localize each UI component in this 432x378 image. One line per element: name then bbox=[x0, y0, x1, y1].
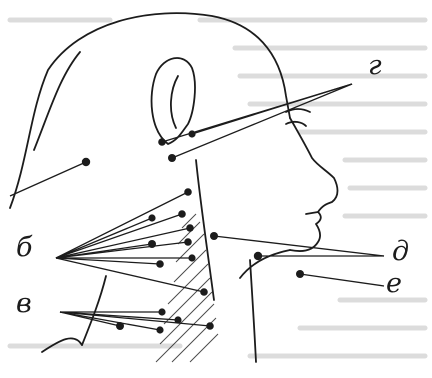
node-b-5 bbox=[184, 238, 192, 246]
node-d-1 bbox=[210, 232, 218, 240]
sternocleidomastoid bbox=[196, 160, 214, 300]
neck-front bbox=[250, 260, 256, 362]
node-e bbox=[296, 270, 304, 278]
node-auricular-2 bbox=[168, 154, 176, 162]
bleed-through-text bbox=[10, 20, 425, 356]
label-e: е bbox=[386, 270, 402, 297]
node-b-8 bbox=[188, 254, 195, 261]
node-v-5 bbox=[156, 326, 163, 333]
node-b-9 bbox=[200, 288, 208, 296]
node-b-2 bbox=[178, 210, 186, 218]
node-v-4 bbox=[206, 322, 214, 330]
node-v-1 bbox=[158, 308, 165, 315]
head-outline bbox=[10, 13, 290, 208]
label-d: д bbox=[392, 238, 409, 265]
ear bbox=[152, 58, 195, 144]
label-g: г bbox=[368, 52, 382, 79]
node-occipital bbox=[82, 158, 90, 166]
mouth bbox=[306, 212, 318, 214]
hairline bbox=[34, 52, 80, 150]
ear-inner bbox=[171, 76, 178, 128]
label-b: б bbox=[16, 234, 32, 261]
node-d-2 bbox=[254, 252, 262, 260]
node-b-6 bbox=[148, 240, 156, 248]
eye bbox=[286, 122, 306, 126]
node-auricular-3 bbox=[188, 130, 195, 137]
node-b-7 bbox=[156, 260, 164, 268]
node-b-3 bbox=[148, 214, 155, 221]
neck-back bbox=[82, 276, 106, 345]
node-b-4 bbox=[186, 224, 194, 232]
node-v-3 bbox=[116, 322, 124, 330]
label-v: в bbox=[16, 290, 32, 317]
node-v-2 bbox=[174, 316, 181, 323]
node-b-1 bbox=[184, 188, 192, 196]
lymph-nodes bbox=[82, 130, 304, 333]
node-auricular-1 bbox=[158, 138, 166, 146]
face-profile bbox=[290, 118, 338, 251]
jaw-line bbox=[240, 250, 290, 278]
